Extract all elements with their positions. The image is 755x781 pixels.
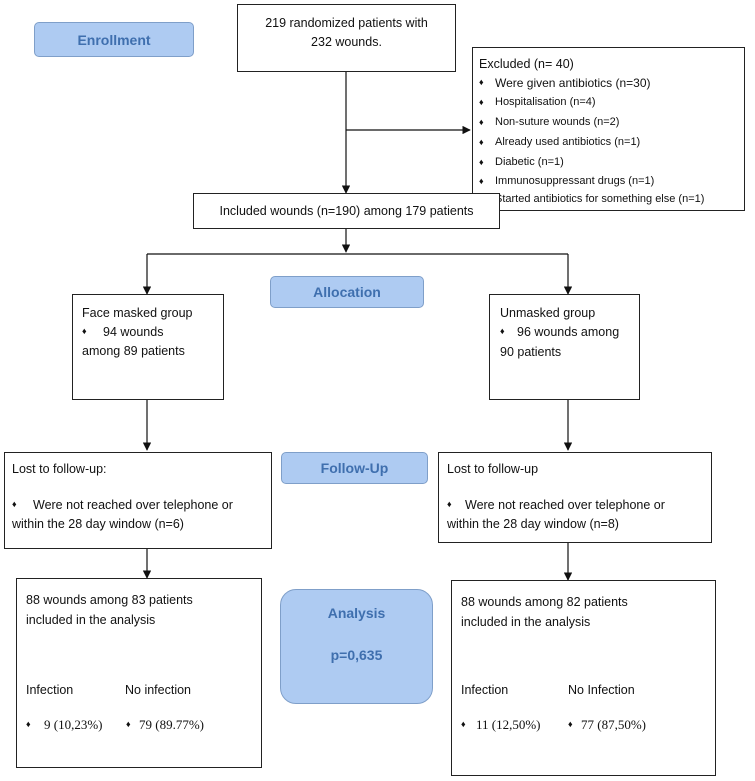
analysis-left-line1: 88 wounds among 83 patients <box>26 593 193 607</box>
included-text: Included wounds (n=190) among 179 patien… <box>219 204 474 218</box>
bullet-icon: ♦ <box>447 499 452 509</box>
excluded-item: Already used antibiotics (n=1) <box>495 136 641 148</box>
lost-right-line1: Were not reached over telephone or <box>465 498 665 512</box>
bullet-icon: ♦ <box>479 137 484 147</box>
bullet-icon: ♦ <box>479 117 484 127</box>
excluded-item: Non-suture wounds (n=2) <box>495 116 620 128</box>
analysis-left-no-infection-label: No infection <box>125 683 192 697</box>
bullet-icon: ♦ <box>461 719 466 729</box>
follow-up-stage-label: Follow-Up <box>281 452 428 484</box>
excluded-title: Excluded (n= 40) <box>479 57 574 71</box>
analysis-right-line2: included in the analysis <box>461 615 591 629</box>
bullet-icon: ♦ <box>12 499 17 509</box>
excluded-item: Immunosuppressant drugs (n=1) <box>495 175 655 187</box>
excluded-box: Excluded (n= 40) ♦ Were given antibiotic… <box>472 47 745 211</box>
lost-follow-up-left-box: Lost to follow-up: ♦ Were not reached ov… <box>4 452 272 549</box>
analysis-right-box: 88 wounds among 82 patients included in … <box>451 580 716 776</box>
analysis-right-no-infection-value: 77 (87,50%) <box>581 717 646 732</box>
unmasked-group-title: Unmasked group <box>500 306 596 320</box>
masked-group-line1: 94 wounds <box>103 325 164 339</box>
excluded-item: Hospitalisation (n=4) <box>495 96 596 108</box>
analysis-left-infection-label: Infection <box>26 683 74 697</box>
lost-left-line2: within the 28 day window (n=6) <box>12 517 184 531</box>
lost-right-line2: within the 28 day window (n=8) <box>447 517 619 531</box>
bullet-icon: ♦ <box>479 176 484 186</box>
excluded-item: Were given antibiotics (n=30) <box>495 76 651 90</box>
analysis-left-infection-value: 9 (10,23%) <box>44 717 103 732</box>
included-box: Included wounds (n=190) among 179 patien… <box>193 193 500 229</box>
p-value: p=0,635 <box>330 647 383 663</box>
randomized-box: 219 randomized patients with 232 wounds. <box>237 4 456 72</box>
lost-follow-up-right-box: Lost to follow-up ♦ Were not reached ove… <box>438 452 712 543</box>
analysis-right-no-infection-label: No Infection <box>568 683 635 697</box>
enrollment-stage-label: Enrollment <box>34 22 194 57</box>
excluded-item: Diabetic (n=1) <box>495 156 564 168</box>
bullet-icon: ♦ <box>568 719 573 729</box>
unmasked-group-box: Unmasked group ♦ 96 wounds among 90 pati… <box>489 294 640 400</box>
bullet-icon: ♦ <box>500 326 505 336</box>
bullet-icon: ♦ <box>126 719 131 729</box>
analysis-right-infection-value: 11 (12,50%) <box>476 717 541 732</box>
analysis-left-no-infection-value: 79 (89.77%) <box>139 717 204 732</box>
randomized-line2: 232 wounds. <box>311 35 382 49</box>
bullet-icon: ♦ <box>26 719 31 729</box>
analysis-right-infection-label: Infection <box>461 683 509 697</box>
analysis-stage-label: Analysis <box>327 605 386 621</box>
allocation-stage-label: Allocation <box>270 276 424 308</box>
lost-right-title: Lost to follow-up <box>447 462 539 476</box>
unmasked-group-line1: 96 wounds among <box>517 325 620 339</box>
lost-left-title: Lost to follow-up: <box>12 462 107 476</box>
bullet-icon: ♦ <box>479 77 484 87</box>
bullet-icon: ♦ <box>479 157 484 167</box>
bullet-icon: ♦ <box>82 326 87 336</box>
masked-group-title: Face masked group <box>82 306 193 320</box>
analysis-left-box: 88 wounds among 83 patients included in … <box>16 578 262 768</box>
unmasked-group-line2: 90 patients <box>500 345 562 359</box>
excluded-item: Started antibiotics for something else (… <box>495 193 705 205</box>
bullet-icon: ♦ <box>479 97 484 107</box>
masked-group-line2: among 89 patients <box>82 344 185 358</box>
analysis-right-line1: 88 wounds among 82 patients <box>461 595 628 609</box>
randomized-line1: 219 randomized patients with <box>265 16 428 30</box>
face-masked-group-box: Face masked group ♦ 94 wounds among 89 p… <box>72 294 224 400</box>
lost-left-line1: Were not reached over telephone or <box>33 498 233 512</box>
analysis-left-line2: included in the analysis <box>26 613 156 627</box>
analysis-stage-box: Analysis p=0,635 <box>280 589 433 704</box>
